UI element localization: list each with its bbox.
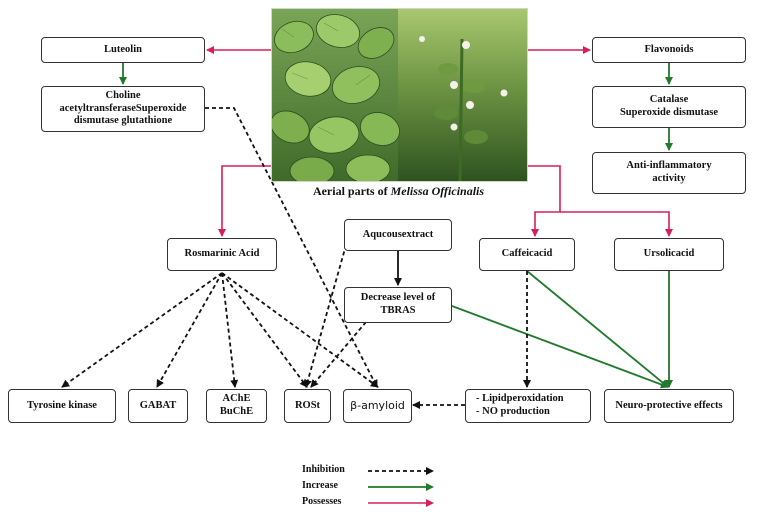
legend-increase-arrow-icon xyxy=(368,483,434,491)
node-rosmarinic-acid: Rosmarinic Acid xyxy=(167,238,277,271)
legend-possesses-arrow-icon xyxy=(368,499,434,507)
edge-choline-amyloid xyxy=(205,107,378,388)
plant-photo xyxy=(271,8,528,182)
legend-inhibition: Inhibition xyxy=(302,464,462,478)
legend-possesses: Possesses xyxy=(302,496,462,510)
legend-increase-label: Increase xyxy=(302,480,338,491)
node-tyrosine-kinase: Tyrosine kinase xyxy=(8,389,116,423)
node-ursolic-acid: Ursolicacid xyxy=(614,238,724,271)
edge-photo-ursolic xyxy=(560,211,673,237)
edge-rosmarinic-gabat xyxy=(156,272,223,388)
photo-caption: Aerial parts of Melissa Officinalis xyxy=(312,184,485,198)
edge-rosmarinic-rost xyxy=(221,272,308,388)
node-luteolin: Luteolin xyxy=(41,37,205,63)
node-ache-buche: AChE BuChE xyxy=(206,389,267,423)
edge-rosmarinic-amyloid xyxy=(221,272,379,388)
node-catalase: Catalase Superoxide dismutase xyxy=(592,86,746,128)
edge-tbras-neuro xyxy=(451,305,669,389)
node-choline-acetyltransferase: Choline acetyltransferaseSuperoxide dism… xyxy=(41,86,205,132)
flowering-stem-icon xyxy=(419,36,508,181)
legend-possesses-label: Possesses xyxy=(302,496,342,507)
edge-caffeic-neuro xyxy=(526,270,669,388)
edge-aqueous-rost xyxy=(304,237,349,388)
node-anti-inflammatory: Anti-inflammatory activity xyxy=(592,152,746,194)
node-lipid-peroxidation: - Lipidperoxidation - NO production xyxy=(465,389,591,423)
legend-increase: Increase xyxy=(302,480,462,494)
node-neuro-protective: Neuro-protective effects xyxy=(604,389,734,423)
legend-inhibition-arrow-icon xyxy=(368,467,434,475)
node-flavonoids: Flavonoids xyxy=(592,37,746,63)
edge-photo-caffeic xyxy=(526,165,561,237)
node-beta-amyloid: β-amyloid xyxy=(343,389,412,423)
node-aqueous-extract: Aqucousextract xyxy=(344,219,452,251)
node-rost: ROSt xyxy=(284,389,331,423)
legend-inhibition-label: Inhibition xyxy=(302,464,345,475)
node-gabat: GABAT xyxy=(128,389,188,423)
edge-rosmarinic-tyrosine xyxy=(61,272,223,388)
node-caffeic-acid: Caffeicacid xyxy=(479,238,575,271)
edge-rosmarinic-ache xyxy=(221,272,239,388)
node-tbras: Decrease level of TBRAS xyxy=(344,287,452,323)
edge-photo-rosmarinic xyxy=(218,165,271,237)
edge-tbras-rost xyxy=(310,321,367,388)
